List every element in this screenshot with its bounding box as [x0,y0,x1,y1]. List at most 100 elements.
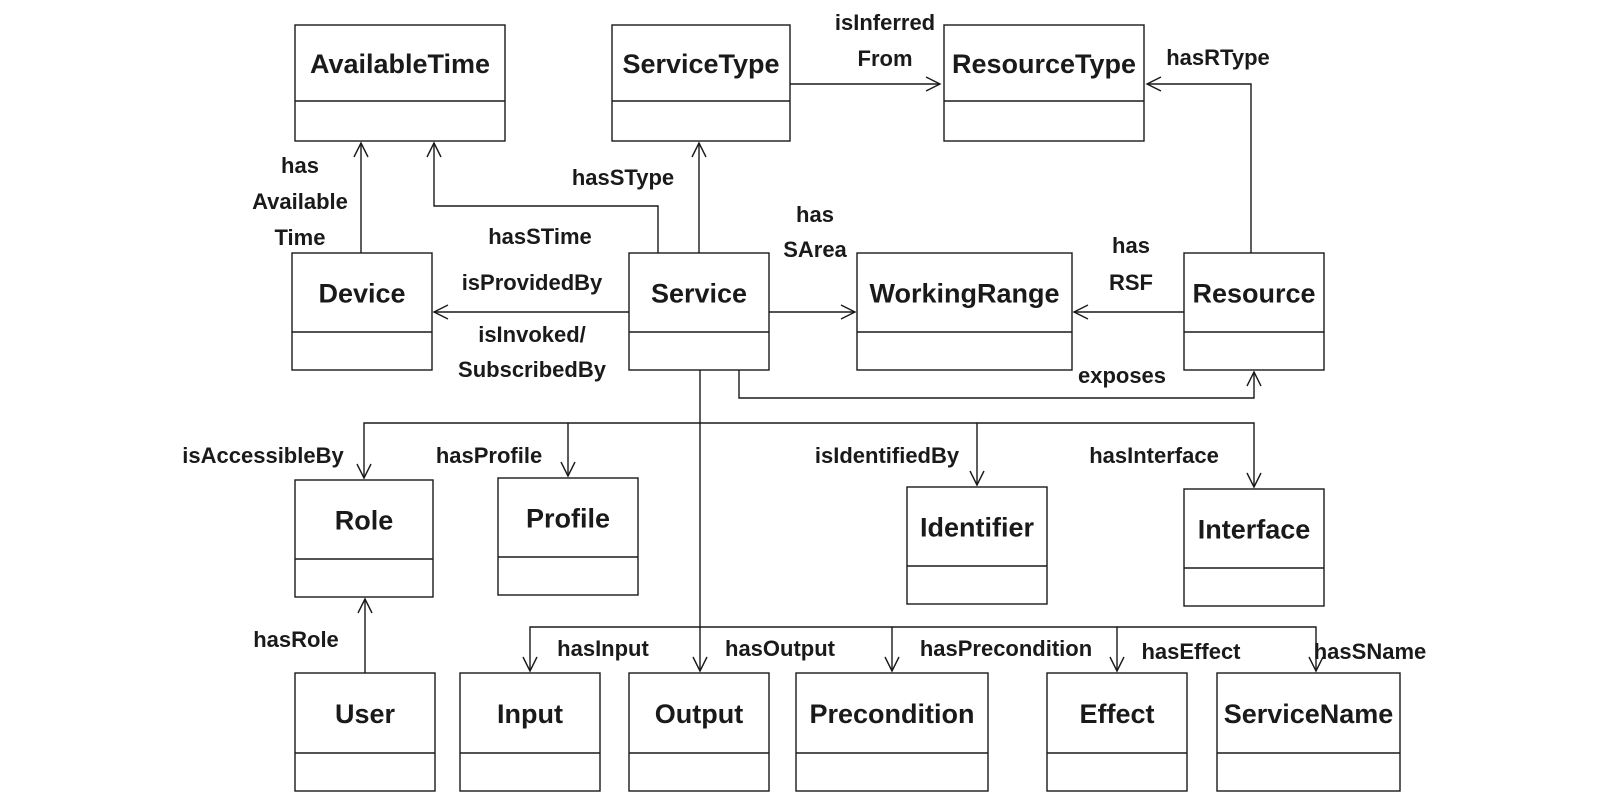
class-available-time[interactable]: AvailableTime [294,24,506,142]
relation-label-has-role: hasRole [253,627,339,652]
class-name-role: Role [335,506,394,536]
has-s-name-arrowhead [1308,656,1324,673]
class-role[interactable]: Role [294,479,434,598]
class-box-service-type [611,24,791,142]
relation-label-has-interface: hasInterface [1089,443,1219,468]
class-service-type[interactable]: ServiceType [611,24,791,142]
has-s-name-edge [1117,626,1317,671]
relation-label-exposes: exposes [1078,363,1166,388]
class-box-service [628,252,770,371]
class-service[interactable]: Service [628,252,770,371]
class-name-precondition: Precondition [809,699,974,729]
class-working-range[interactable]: WorkingRange [856,252,1073,371]
relation-label-has-available-time-line: Time [275,225,326,250]
has-s-time-arrowhead [426,141,442,158]
relation-label-is-invoked-subscribed-by-line: isInvoked/ [478,322,586,347]
class-name-output: Output [655,699,743,729]
has-r-type-edge [1147,83,1252,253]
has-s-time-edge [433,143,659,253]
relation-label-is-invoked-subscribed-by-line: SubscribedBy [458,357,607,382]
relation-label-has-output: hasOutput [725,636,836,661]
class-box-identifier [906,486,1048,605]
class-interface[interactable]: Interface [1183,488,1325,607]
class-profile[interactable]: Profile [497,477,639,596]
relation-label-has-available-time-line: Available [252,189,348,214]
relation-label-has-profile: hasProfile [436,443,542,468]
class-box-effect [1046,672,1188,792]
class-name-profile: Profile [526,504,610,534]
class-name-resource-type: ResourceType [952,49,1136,79]
class-box-working-range [856,252,1073,371]
has-output-arrowhead [692,656,708,673]
has-s-area-arrowhead [840,304,857,320]
class-service-name[interactable]: ServiceName [1216,672,1401,792]
has-effect-arrowhead [1109,656,1125,673]
exposes-edge [738,370,1255,399]
class-input[interactable]: Input [459,672,601,792]
class-box-resource-type [943,24,1145,142]
has-profile-arrowhead [560,461,576,478]
has-input-edge [529,626,700,671]
class-name-identifier: Identifier [920,513,1035,543]
class-box-device [291,252,433,371]
relation-label-is-identified-by: isIdentifiedBy [815,443,960,468]
class-box-profile [497,477,639,596]
class-name-available-time: AvailableTime [310,49,490,79]
class-output[interactable]: Output [628,672,770,792]
relation-label-has-s-name: hasSName [1314,639,1427,664]
class-name-user: User [335,699,396,729]
class-name-input: Input [497,699,563,729]
class-resource-type[interactable]: ResourceType [943,24,1145,142]
relation-label-has-r-type: hasRType [1166,45,1270,70]
class-name-interface: Interface [1198,515,1311,545]
relation-label-has-available-time-line: has [281,153,319,178]
relation-label-is-invoked-subscribed-by: isInvoked/SubscribedBy [458,322,607,382]
class-precondition[interactable]: Precondition [795,672,989,792]
class-box-interface [1183,488,1325,607]
is-provided-by-arrowhead [432,304,449,320]
has-precondition-arrowhead [884,656,900,673]
has-input-arrowhead [522,656,538,673]
relation-label-has-s-area-line: SArea [783,237,847,262]
relation-label-is-inferred-from-line: isInferred [835,10,935,35]
relation-label-is-provided-by: isProvidedBy [462,270,603,295]
class-box-role [294,479,434,598]
relation-label-has-s-area-line: has [796,202,834,227]
class-name-resource: Resource [1192,279,1315,309]
relation-label-has-rsf-line: has [1112,233,1150,258]
class-box-available-time [294,24,506,142]
class-identifier[interactable]: Identifier [906,486,1048,605]
relation-label-has-input: hasInput [557,636,649,661]
relation-label-has-rsf-line: RSF [1109,270,1153,295]
has-interface-arrowhead [1246,472,1262,489]
class-name-service-name: ServiceName [1224,699,1394,729]
exposes-arrowhead [1246,370,1262,387]
class-device[interactable]: Device [291,252,433,371]
class-box-service-name [1216,672,1401,792]
has-s-type-arrowhead [691,141,707,158]
has-interface-edge [977,422,1255,487]
relation-label-has-s-time: hasSTime [488,224,592,249]
class-name-device: Device [318,279,405,309]
relation-label-is-accessible-by: isAccessibleBy [182,443,344,468]
is-accessible-by-edge [363,422,700,478]
class-name-service-type: ServiceType [622,49,779,79]
relation-label-has-effect: hasEffect [1141,639,1241,664]
class-effect[interactable]: Effect [1046,672,1188,792]
class-user[interactable]: User [294,672,436,792]
class-box-output [628,672,770,792]
has-role-arrowhead [357,597,373,614]
relation-label-is-inferred-from-line: From [858,46,913,71]
is-identified-by-arrowhead [969,470,985,487]
class-box-input [459,672,601,792]
class-box-precondition [795,672,989,792]
relation-label-has-s-type: hasSType [572,165,674,190]
class-box-resource [1183,252,1325,371]
class-name-working-range: WorkingRange [869,279,1059,309]
class-resource[interactable]: Resource [1183,252,1325,371]
is-accessible-by-arrowhead [356,463,372,480]
